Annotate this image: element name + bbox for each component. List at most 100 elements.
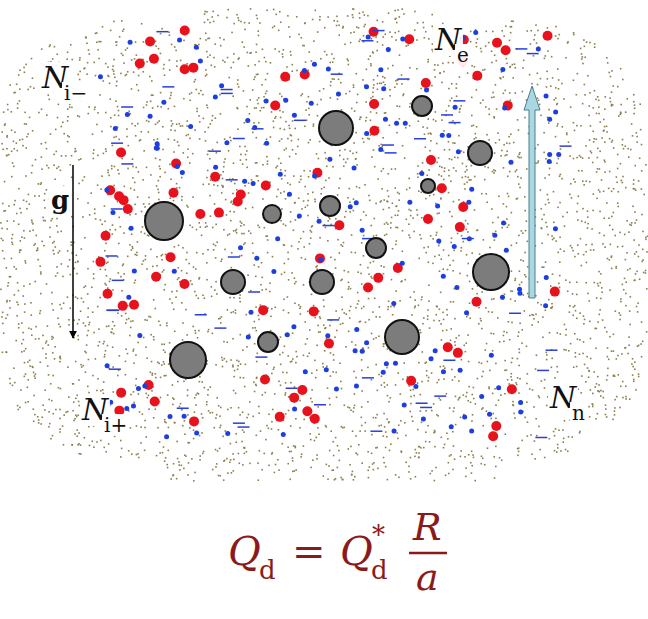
neutral-dot — [530, 43, 532, 45]
neutral-dot — [236, 360, 238, 362]
neutral-dot — [401, 83, 403, 85]
neutral-dot — [11, 238, 13, 240]
neutral-dot — [347, 58, 349, 60]
neutral-dot — [282, 56, 284, 58]
neutral-dot — [477, 378, 479, 380]
neutral-dot — [537, 72, 539, 74]
neutral-dot — [396, 132, 398, 134]
neutral-dot — [221, 316, 223, 318]
neutral-dot — [57, 252, 59, 254]
neutral-dot — [191, 283, 193, 285]
neutral-dot — [449, 158, 451, 160]
neutral-dot — [611, 350, 613, 352]
neutral-dot — [79, 116, 81, 118]
neutral-dot — [129, 214, 131, 216]
neutral-dot — [364, 14, 366, 16]
neutral-dot — [335, 478, 337, 480]
neutral-dot — [205, 226, 207, 228]
neutral-dot — [17, 282, 19, 284]
neutral-dot — [640, 129, 642, 131]
neutral-dot — [171, 291, 173, 293]
neutral-dot — [131, 88, 133, 90]
neutral-dot — [605, 414, 607, 416]
neutral-dot — [132, 350, 134, 352]
neutral-dot — [427, 118, 429, 120]
neutral-dot — [205, 32, 207, 34]
neutral-dot — [344, 404, 346, 406]
neutral-dot — [630, 224, 632, 226]
neutral-dot — [52, 218, 54, 220]
neutral-dot — [112, 366, 114, 368]
neutral-dot — [588, 300, 590, 302]
neutral-dot — [290, 51, 292, 53]
neutral-dot — [273, 127, 275, 129]
neutral-dot — [443, 130, 445, 132]
neutral-dot — [494, 477, 496, 479]
neutral-dot — [442, 268, 444, 270]
neutral-dot — [456, 95, 458, 97]
neutral-dot — [543, 132, 545, 134]
neutral-dot — [535, 418, 537, 420]
neutral-dot — [337, 467, 339, 469]
neutral-dot — [375, 203, 377, 205]
neutral-dot — [434, 64, 436, 66]
neutral-dot — [80, 453, 82, 455]
neutral-dot — [31, 172, 33, 174]
neutral-dot — [555, 428, 557, 430]
neutral-dot — [420, 394, 422, 396]
neutral-dot — [527, 373, 529, 375]
neutral-dot — [454, 156, 456, 158]
neutral-dot — [448, 462, 450, 464]
neutral-dot — [560, 148, 562, 150]
neutral-dot — [439, 309, 441, 311]
neutral-dot — [246, 346, 248, 348]
neutral-dot — [432, 238, 434, 240]
neutral-dot — [494, 152, 496, 154]
neutral-dot — [608, 259, 610, 261]
neutral-dot — [324, 51, 326, 53]
neutral-dot — [501, 459, 503, 461]
neutral-dot — [79, 59, 81, 61]
neutral-dot — [233, 376, 235, 378]
neutral-dot — [279, 11, 281, 13]
neutral-dot — [512, 357, 514, 359]
neutral-dot — [339, 317, 341, 319]
neutral-dot — [289, 184, 291, 186]
neutral-dot — [248, 182, 250, 184]
neutral-dot — [99, 297, 101, 299]
neutral-dot — [362, 79, 364, 81]
neutral-dot — [345, 93, 347, 95]
neutral-dot — [41, 108, 43, 110]
neutral-dot — [287, 15, 289, 17]
neutral-dot — [213, 21, 215, 23]
neutral-dot — [360, 273, 362, 275]
neutral-dot — [571, 197, 573, 199]
neutral-dot — [359, 321, 361, 323]
neutral-dot — [85, 36, 87, 38]
neutral-dot — [105, 63, 107, 65]
neutral-dot — [316, 454, 318, 456]
neutral-dot — [518, 129, 520, 131]
neutral-dot — [404, 157, 406, 159]
neutral-dot — [590, 358, 592, 360]
neutral-dot — [75, 262, 77, 264]
neutral-dot — [633, 94, 635, 96]
neutral-dot — [29, 365, 31, 367]
neutral-dot — [194, 397, 196, 399]
neutral-dot — [46, 165, 48, 167]
neutral-dot — [549, 332, 551, 334]
neutral-dot — [620, 163, 622, 165]
neutral-dot — [291, 64, 293, 66]
neutral-dot — [2, 250, 4, 252]
neutral-dot — [263, 453, 265, 455]
neutral-dot — [443, 447, 445, 449]
neutral-dot — [593, 141, 595, 143]
neutral-dot — [358, 40, 360, 42]
neutral-dot — [353, 8, 355, 10]
neutral-dot — [611, 70, 613, 72]
neutral-dot — [502, 76, 504, 78]
neutral-dot — [303, 231, 305, 233]
neutral-dot — [224, 138, 226, 140]
neutral-dot — [409, 67, 411, 69]
neutral-dot — [596, 171, 598, 173]
